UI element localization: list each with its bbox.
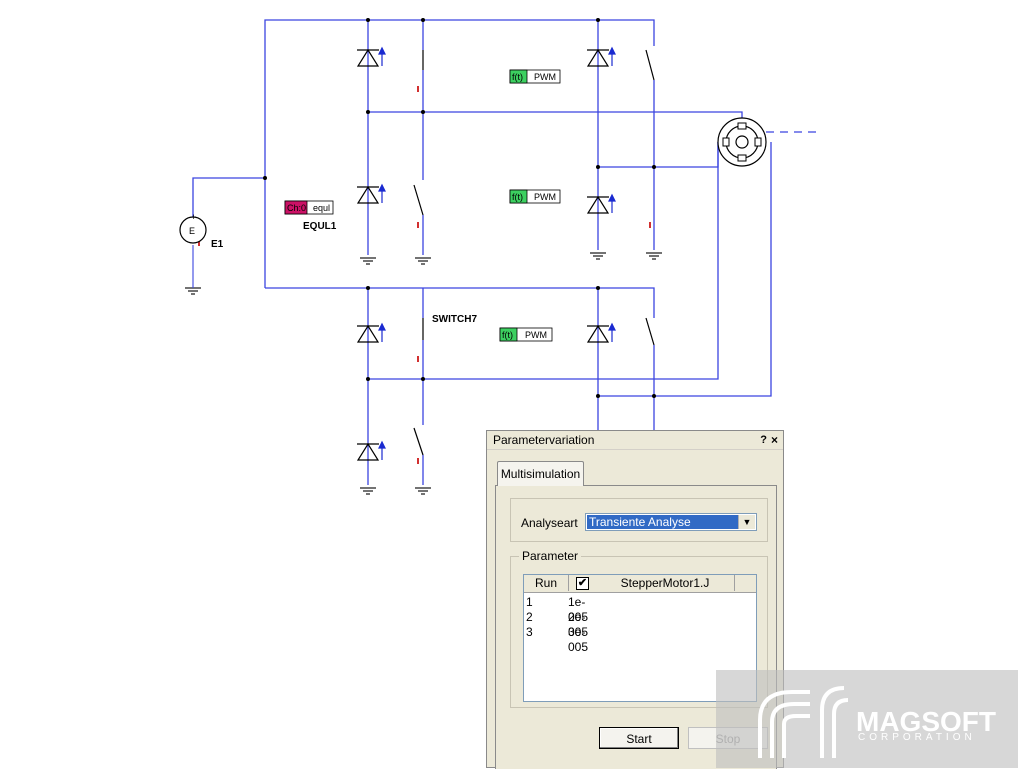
watermark-sub: CORPORATION: [858, 732, 976, 743]
tab-multisimulation[interactable]: Multisimulation: [497, 461, 584, 486]
multisimulation-panel: Analyseart Transiente Analyse ▼ Paramete…: [495, 485, 777, 769]
ground-symbols: [185, 245, 662, 495]
pwm-text: PWM: [534, 72, 556, 82]
run-number: 2: [526, 610, 533, 624]
equ-block-name: EQUL1: [303, 221, 337, 232]
help-icon[interactable]: ?: [760, 434, 767, 446]
current-arrows: [378, 46, 616, 460]
run-number: 1: [526, 595, 533, 609]
parameter-group-label: Parameter: [519, 549, 582, 563]
list-header: Run ✔ StepperMotor1.J: [524, 575, 756, 593]
switch-label: SWITCH7: [432, 314, 477, 325]
pwm-block-3[interactable]: f(t) PWM: [499, 327, 553, 342]
pwm-text: PWM: [534, 192, 556, 202]
parameter-value: 2e-005: [568, 610, 589, 639]
column-header-parameter[interactable]: StepperMotor1.J: [596, 575, 735, 591]
source-symbol-text: E: [189, 226, 195, 236]
parameter-value: 1e-005: [568, 595, 589, 624]
diodes: [356, 48, 610, 461]
pwm-tag: f(t): [512, 192, 523, 202]
parameter-value: 3e-005: [568, 625, 589, 654]
analysis-group: Analyseart Transiente Analyse ▼: [510, 498, 768, 542]
analysis-type-select[interactable]: Transiente Analyse ▼: [585, 513, 757, 531]
close-icon[interactable]: ×: [770, 433, 778, 447]
watermark-name: MAGSOFT: [856, 706, 996, 737]
pwm-block-1[interactable]: f(t) PWM: [509, 69, 561, 84]
stepper-motor: [717, 117, 767, 167]
dialog-title: Parametervariation: [487, 431, 783, 450]
magsoft-logo-icon: [758, 686, 849, 758]
svg-text:+: +: [191, 212, 196, 222]
source-label: E1: [211, 239, 224, 250]
pwm-text: PWM: [525, 330, 547, 340]
pwm-tag: f(t): [512, 72, 523, 82]
pwm-tag: f(t): [502, 330, 513, 340]
equ-text: equl: [313, 203, 330, 213]
parameter-enabled-checkbox[interactable]: ✔: [576, 577, 589, 590]
voltage-source-E1: E + E1: [179, 212, 224, 250]
wires: [192, 19, 820, 485]
pin-markers: [198, 86, 651, 464]
equ-tag: Ch:0: [287, 203, 306, 213]
run-number: 3: [526, 625, 533, 639]
start-button[interactable]: Start: [599, 727, 679, 749]
magsoft-watermark: MAGSOFT CORPORATION: [716, 670, 1018, 768]
equ-block[interactable]: Ch:0 equl EQUL1: [284, 200, 337, 232]
analysis-type-value: Transiente Analyse: [587, 515, 738, 529]
pwm-block-2[interactable]: f(t) PWM: [509, 189, 561, 204]
analysis-label: Analyseart: [521, 516, 578, 530]
chevron-down-icon[interactable]: ▼: [738, 515, 755, 529]
switches: [413, 49, 655, 456]
junction-dots: [263, 18, 656, 398]
column-header-run[interactable]: Run: [524, 575, 569, 591]
